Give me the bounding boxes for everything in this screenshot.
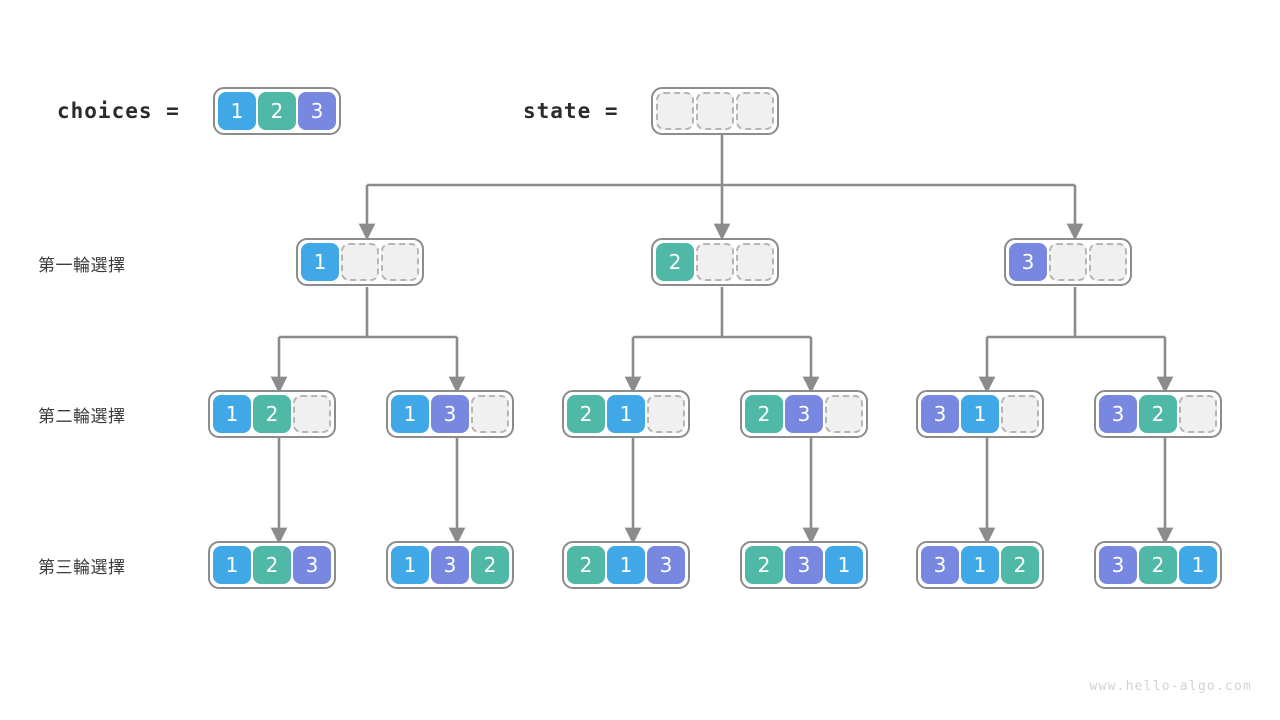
node-cell: 3 [431, 395, 469, 433]
node-cell [1089, 243, 1127, 281]
state-label: state = [523, 99, 619, 123]
node-cell: 1 [301, 243, 339, 281]
node-cell [1049, 243, 1087, 281]
choices-label: choices = [57, 99, 180, 123]
node-cell: 3 [1099, 546, 1137, 584]
node-cell: 1 [391, 395, 429, 433]
round2-node: 3 1 [916, 390, 1044, 438]
node-cell [1001, 395, 1039, 433]
node-cell: 1 [961, 546, 999, 584]
node-cell: 2 [656, 243, 694, 281]
node-cell: 1 [607, 395, 645, 433]
node-cell: 3 [785, 546, 823, 584]
node-cell: 3 [293, 546, 331, 584]
node-cell: 1 [1179, 546, 1217, 584]
round1-node: 3 [1004, 238, 1132, 286]
round3-node: 2 3 1 [740, 541, 868, 589]
node-cell: 1 [213, 395, 251, 433]
node-cell [293, 395, 331, 433]
node-cell: 1 [607, 546, 645, 584]
node-cell: 1 [961, 395, 999, 433]
node-cell: 3 [785, 395, 823, 433]
state-cell [736, 92, 774, 130]
node-cell: 3 [1009, 243, 1047, 281]
node-cell: 2 [745, 546, 783, 584]
node-cell: 2 [1139, 546, 1177, 584]
round3-node: 2 1 3 [562, 541, 690, 589]
row-label-round-1: 第一輪選擇 [38, 256, 126, 276]
node-cell [825, 395, 863, 433]
round2-node: 1 2 [208, 390, 336, 438]
round2-node: 1 3 [386, 390, 514, 438]
round1-node: 2 [651, 238, 779, 286]
choices-cell: 3 [298, 92, 336, 130]
node-cell: 2 [253, 395, 291, 433]
node-cell: 2 [567, 546, 605, 584]
node-cell [647, 395, 685, 433]
row-label-round-2: 第二輪選擇 [38, 407, 126, 427]
node-cell: 2 [1001, 546, 1039, 584]
node-cell [471, 395, 509, 433]
round3-node: 1 2 3 [208, 541, 336, 589]
choices-cell: 1 [218, 92, 256, 130]
choices-array: 1 2 3 [213, 87, 341, 135]
choices-cell: 2 [258, 92, 296, 130]
round3-node: 1 3 2 [386, 541, 514, 589]
round2-node: 2 3 [740, 390, 868, 438]
node-cell [696, 243, 734, 281]
state-array [651, 87, 779, 135]
node-cell: 3 [1099, 395, 1137, 433]
node-cell: 3 [431, 546, 469, 584]
node-cell: 2 [471, 546, 509, 584]
state-cell [696, 92, 734, 130]
node-cell: 3 [921, 546, 959, 584]
node-cell: 2 [253, 546, 291, 584]
round3-node: 3 2 1 [1094, 541, 1222, 589]
node-cell: 1 [825, 546, 863, 584]
node-cell: 2 [567, 395, 605, 433]
node-cell: 3 [921, 395, 959, 433]
state-cell [656, 92, 694, 130]
node-cell: 2 [745, 395, 783, 433]
round2-node: 2 1 [562, 390, 690, 438]
node-cell [1179, 395, 1217, 433]
round1-node: 1 [296, 238, 424, 286]
node-cell [381, 243, 419, 281]
watermark: www.hello-algo.com [1089, 679, 1252, 694]
node-cell [341, 243, 379, 281]
node-cell: 1 [213, 546, 251, 584]
row-label-round-3: 第三輪選擇 [38, 558, 126, 578]
round3-node: 3 1 2 [916, 541, 1044, 589]
node-cell: 2 [1139, 395, 1177, 433]
node-cell [736, 243, 774, 281]
node-cell: 1 [391, 546, 429, 584]
node-cell: 3 [647, 546, 685, 584]
round2-node: 3 2 [1094, 390, 1222, 438]
